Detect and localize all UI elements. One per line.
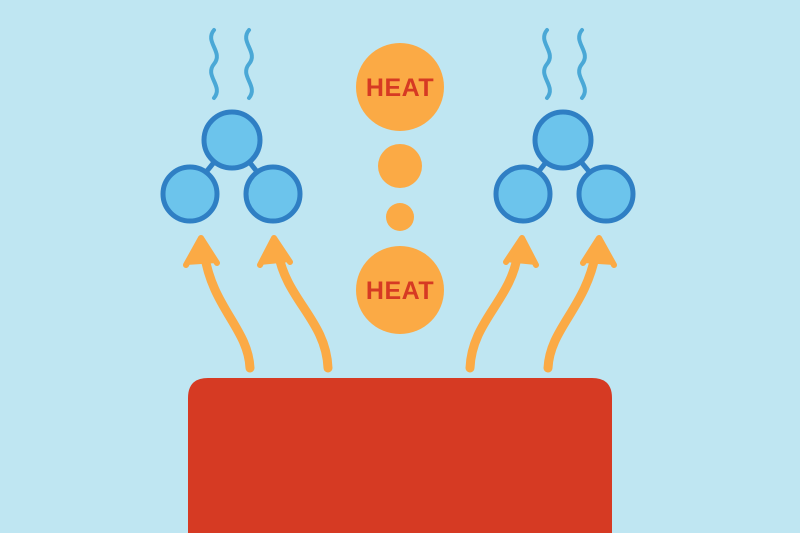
molecule-icon — [493, 109, 636, 224]
molecule-atom-top — [201, 109, 263, 171]
heat-dot-small — [386, 203, 414, 231]
arrow-up-icon — [543, 235, 617, 373]
heat-dot-large — [378, 144, 422, 188]
molecule-atom-left — [160, 164, 220, 224]
molecule-atom-right — [576, 164, 636, 224]
arrow-up-icon — [257, 235, 333, 373]
heat-label-bottom: HEAT — [366, 277, 434, 305]
molecule-icon — [160, 109, 303, 224]
steam-icon — [542, 28, 587, 100]
steam-icon — [209, 28, 254, 100]
molecule-atom-right — [243, 164, 303, 224]
heat-source-block — [188, 378, 612, 533]
arrow-up-icon — [465, 235, 539, 373]
heat-circle-top — [356, 43, 444, 131]
arrow-up-icon — [183, 235, 255, 373]
heat-arrows — [183, 235, 617, 373]
heat-circle-bottom — [356, 246, 444, 334]
molecule-atom-top — [532, 109, 594, 171]
heat-label-top: HEAT — [366, 74, 434, 102]
molecule-atom-left — [493, 164, 553, 224]
